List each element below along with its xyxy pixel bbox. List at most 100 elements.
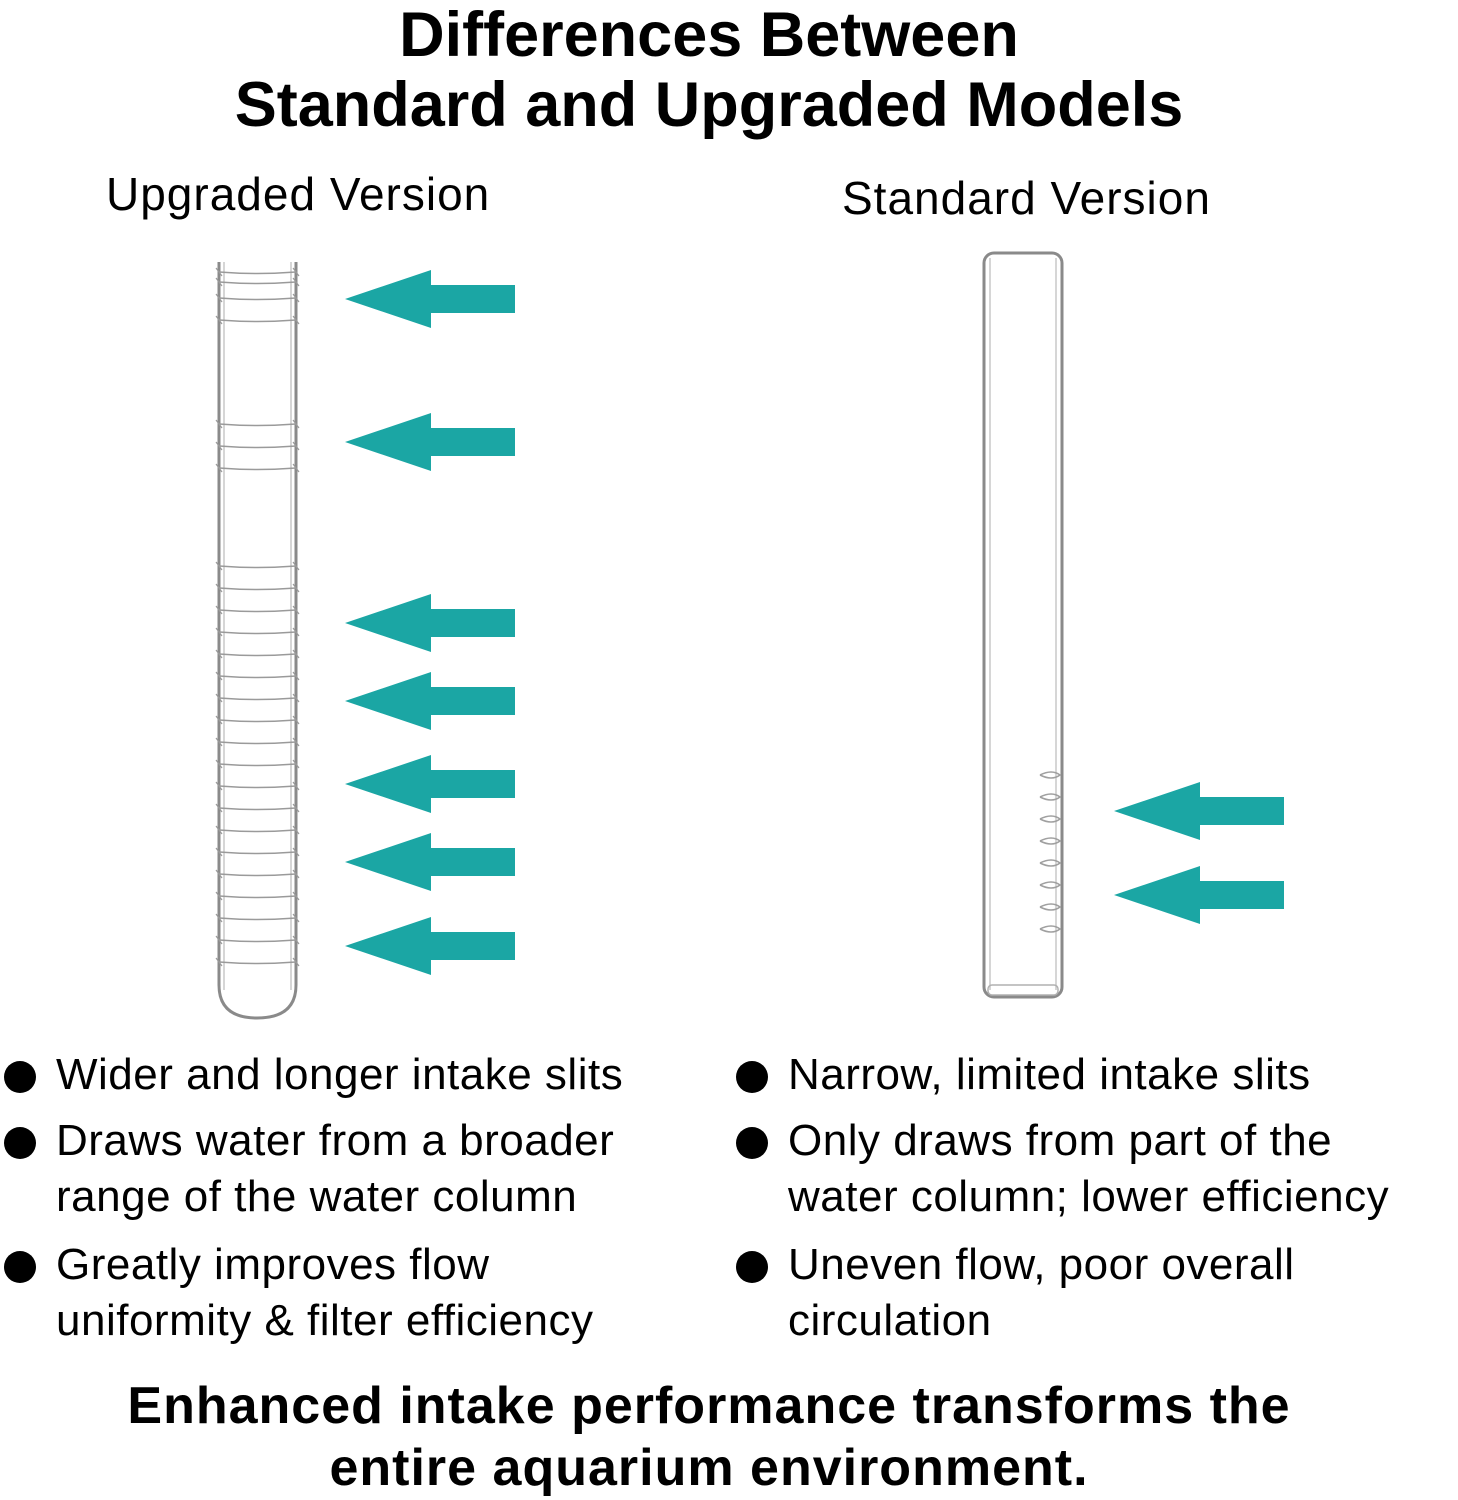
slit-edge xyxy=(292,759,300,769)
standard-arrows xyxy=(1114,782,1284,924)
comparison-illustration xyxy=(215,251,1284,1020)
bullet-line: Wider and longer intake slits xyxy=(56,1050,624,1099)
slit-edge xyxy=(292,649,300,659)
intake-arrow-icon xyxy=(345,270,515,328)
bullet-line: uniformity & filter efficiency xyxy=(56,1296,594,1345)
slit-edge xyxy=(215,737,223,747)
intake-slit xyxy=(218,467,297,471)
bullet-line: Greatly improves flow xyxy=(56,1240,490,1289)
slit-edge xyxy=(215,583,223,593)
bullet-dot-icon xyxy=(4,1251,36,1283)
intake-slit xyxy=(218,697,297,701)
intake-arrow-icon xyxy=(345,594,515,652)
slit-edge xyxy=(215,605,223,615)
intake-slit xyxy=(218,609,297,613)
bullet-line: water column; lower efficiency xyxy=(788,1172,1390,1221)
bullet-line: range of the water column xyxy=(56,1172,578,1221)
intake-arrow-icon xyxy=(345,755,515,813)
intake-slit xyxy=(1039,837,1062,845)
intake-slit xyxy=(218,297,297,301)
bullet-dot-icon xyxy=(4,1061,36,1093)
bullet-text: Wider and longer intake slits xyxy=(56,1047,623,1103)
slit-edge xyxy=(215,847,223,857)
slit-edge xyxy=(292,671,300,681)
slit-edge xyxy=(215,935,223,945)
standard-bullet-list: Narrow, limited intake slits Only draws … xyxy=(736,1047,1458,1367)
intake-slit xyxy=(218,653,297,657)
intake-arrow-icon xyxy=(345,672,515,730)
intake-slit xyxy=(218,851,297,855)
bullet-text: Uneven flow, poor overall circulation xyxy=(788,1237,1295,1349)
bullet-text: Narrow, limited intake slits xyxy=(788,1047,1311,1103)
slit-edge xyxy=(215,441,223,451)
intake-slit xyxy=(218,785,297,789)
slit-edge xyxy=(292,441,300,451)
bullet-line: Only draws from part of the xyxy=(788,1116,1333,1165)
page-title: Differences Between Standard and Upgrade… xyxy=(0,0,1418,140)
slit-edge xyxy=(215,463,223,473)
intake-arrow-icon xyxy=(345,917,515,975)
slit-edge xyxy=(215,419,223,429)
slit-edge xyxy=(215,781,223,791)
title-line-2: Standard and Upgraded Models xyxy=(234,70,1184,140)
slit-edge xyxy=(292,561,300,571)
intake-slit xyxy=(218,895,297,899)
intake-slit xyxy=(218,675,297,679)
slit-edge xyxy=(292,781,300,791)
slit-edge xyxy=(215,825,223,835)
slit-edge xyxy=(215,869,223,879)
slit-edge xyxy=(292,583,300,593)
slit-edge xyxy=(292,957,300,967)
upgraded-version-label: Upgraded Version xyxy=(106,168,491,220)
bullet-line: circulation xyxy=(788,1296,992,1345)
standard-intake-tube-icon xyxy=(982,251,1064,999)
intake-slit xyxy=(1039,881,1062,889)
intake-slit xyxy=(218,873,297,877)
intake-slit xyxy=(1039,815,1062,823)
slit-edge xyxy=(292,463,300,473)
intake-slit xyxy=(1039,925,1062,933)
slit-edge xyxy=(292,293,300,303)
slit-edge xyxy=(292,605,300,615)
title-line-1: Differences Between xyxy=(399,0,1019,70)
slit-edge xyxy=(215,267,223,277)
slit-edge xyxy=(292,277,300,287)
slit-edge xyxy=(215,561,223,571)
slit-edge xyxy=(292,803,300,813)
intake-slit xyxy=(218,281,297,285)
standard-version-label: Standard Version xyxy=(842,172,1211,224)
upgraded-bullet-list: Wider and longer intake slits Draws wate… xyxy=(4,1047,724,1367)
bullet-line: Narrow, limited intake slits xyxy=(788,1050,1311,1099)
slit-edge xyxy=(215,715,223,725)
slit-edge xyxy=(292,419,300,429)
slit-edge xyxy=(215,293,223,303)
slit-edge xyxy=(215,891,223,901)
intake-slit xyxy=(218,917,297,921)
bullet-text: Draws water from a broader range of the … xyxy=(56,1113,614,1225)
intake-slit xyxy=(218,939,297,943)
intake-arrow-icon xyxy=(1114,866,1284,924)
slit-edge xyxy=(292,891,300,901)
intake-slit xyxy=(1039,793,1062,801)
slit-edge xyxy=(215,693,223,703)
footer-line-2: entire aquarium environment. xyxy=(329,1439,1089,1497)
standard-intake-slits xyxy=(1039,771,1062,933)
slit-edge xyxy=(215,803,223,813)
slit-edge xyxy=(292,267,300,277)
intake-slit xyxy=(218,423,297,427)
bullet-dot-icon xyxy=(736,1127,768,1159)
intake-slit xyxy=(218,829,297,833)
slit-edge xyxy=(215,315,223,325)
upgraded-intake-slits xyxy=(215,267,300,967)
upgraded-intake-tube-icon xyxy=(215,262,300,1020)
bullet-dot-icon xyxy=(736,1061,768,1093)
intake-slit xyxy=(218,631,297,635)
slit-edge xyxy=(215,957,223,967)
bullet-dot-icon xyxy=(4,1127,36,1159)
footer-tagline: Enhanced intake performance transforms t… xyxy=(0,1375,1418,1499)
bullet-line: Draws water from a broader xyxy=(56,1116,615,1165)
bullet-text: Greatly improves flow uniformity & filte… xyxy=(56,1237,593,1349)
slit-edge xyxy=(292,693,300,703)
intake-slit xyxy=(218,445,297,449)
slit-edge xyxy=(215,649,223,659)
